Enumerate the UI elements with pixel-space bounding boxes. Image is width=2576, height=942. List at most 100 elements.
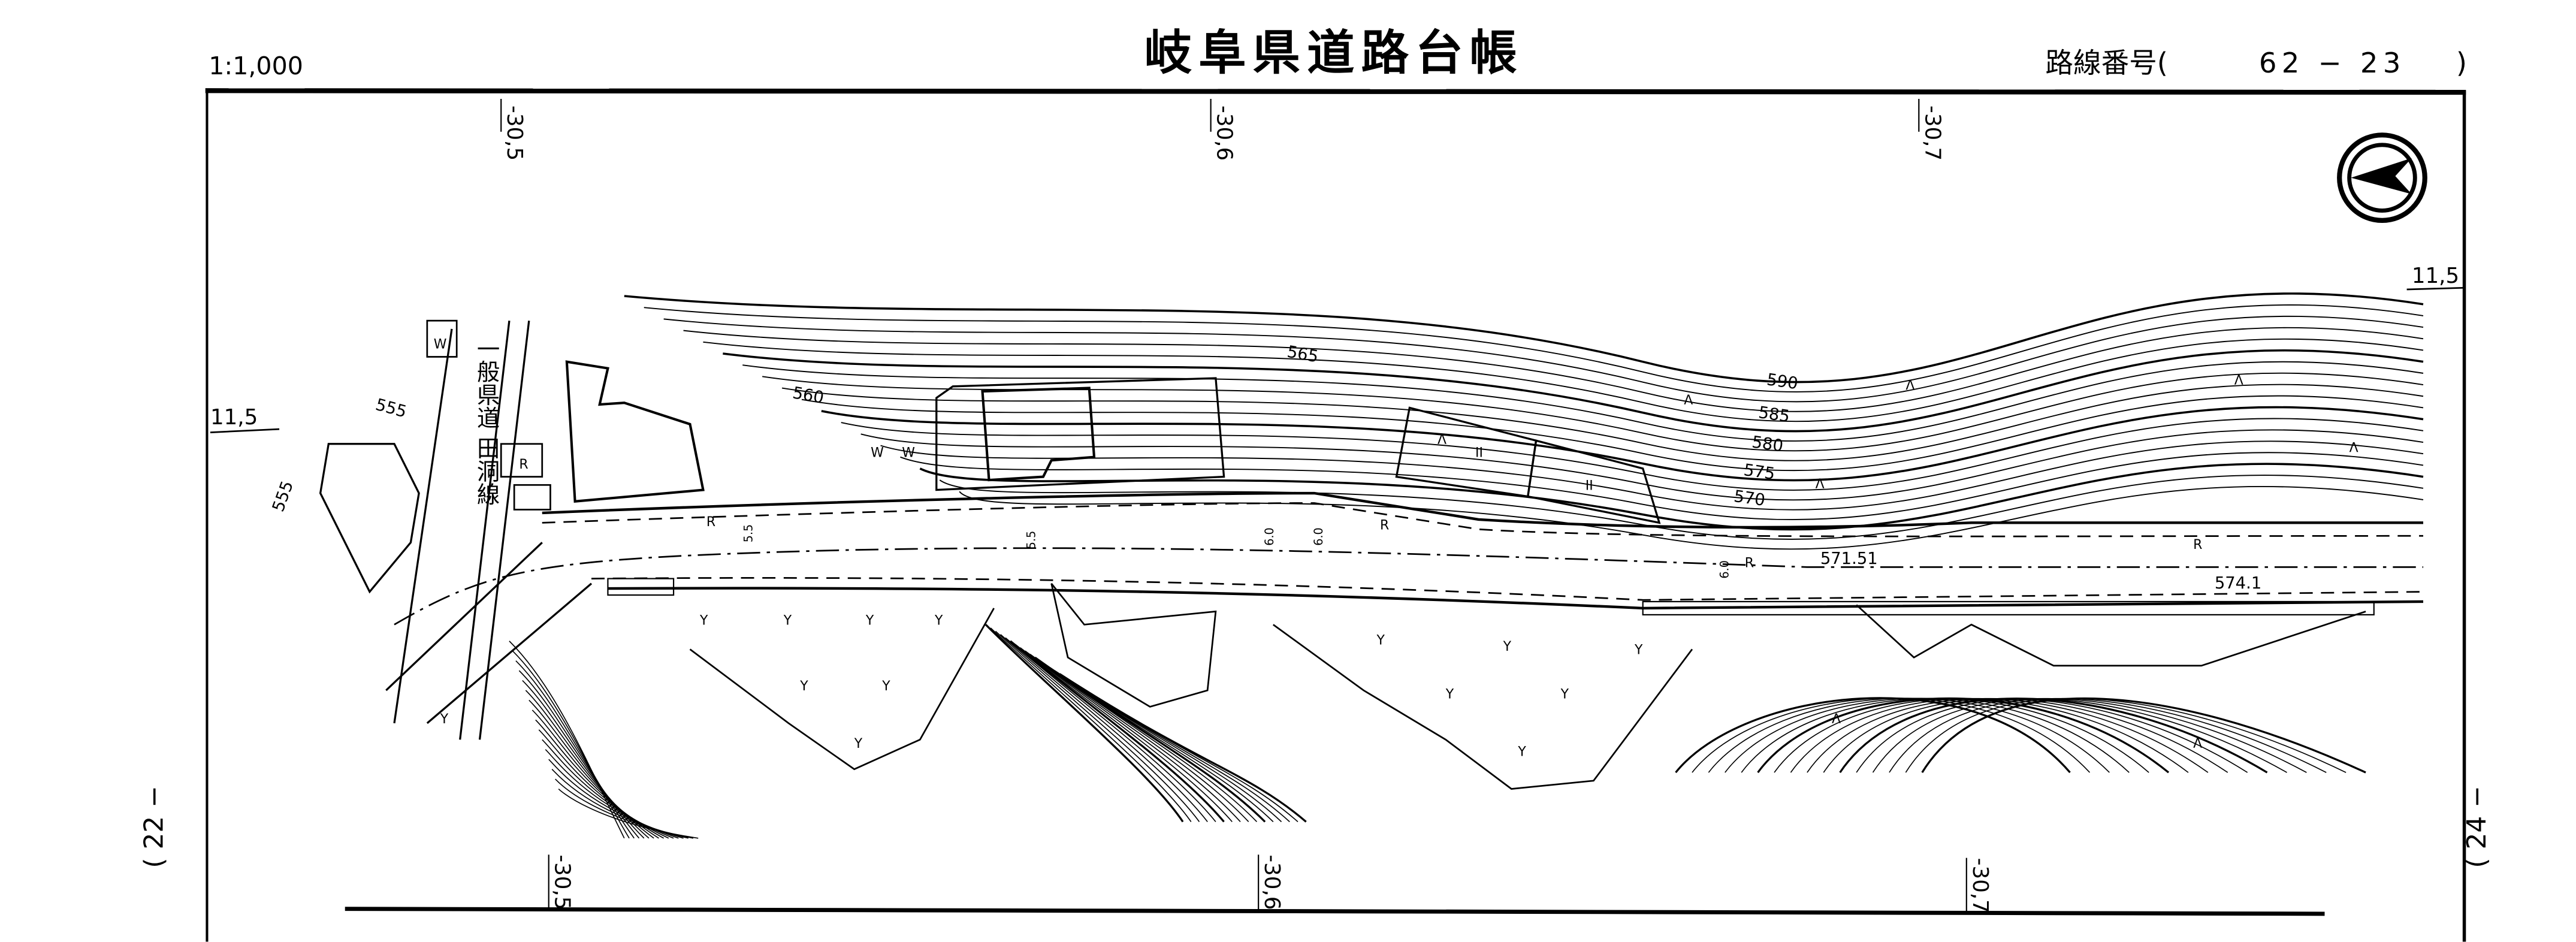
svg-text:W: W [902,446,915,461]
frame-top [205,88,2466,95]
contour-line [939,475,2424,540]
svg-text:6.0: 6.0 [1263,527,1276,546]
contour-line [1040,660,1274,822]
contour-line [535,719,665,839]
contour-line [1059,673,1307,823]
contour-line [1807,698,2228,773]
scale-label: 1:1,000 [209,52,303,80]
svg-text:Y: Y [865,613,874,628]
contour-line [900,452,2424,521]
station-bottom-2: -30,6 [1258,855,1284,913]
svg-text:Λ: Λ [1832,712,1841,727]
svg-text:Y: Y [1445,687,1454,702]
offset-right: 11,5 [2412,264,2459,288]
route-number: 62 − 23 [2259,47,2406,79]
svg-text:Y: Y [1503,639,1512,654]
svg-text:Λ: Λ [2234,373,2243,388]
contour-line [1005,637,1216,822]
svg-text:W: W [871,446,884,461]
contour-line [821,406,2424,482]
svg-text:Y: Y [783,613,792,628]
svg-text:Y: Y [699,613,708,628]
svg-text:Y: Y [854,736,863,751]
offset-left-tick [210,428,280,433]
station-bottom-1: -30,5 [548,855,575,910]
svg-text:-30,5: -30,5 [550,855,575,910]
svg-text:Y: Y [1560,687,1569,702]
svg-text:II: II [1475,446,1483,461]
svg-text:575: 575 [1743,461,1776,484]
contour-line [644,304,2424,393]
svg-text:II: II [1586,479,1593,494]
offset-right-tick [2406,286,2465,291]
svg-text:Y: Y [440,712,449,727]
station-top-1: -30,5 [500,99,527,161]
contour-line [801,395,2424,472]
slopes [689,582,2366,790]
svg-text:585: 585 [1757,403,1791,426]
north-arrow-icon [2337,132,2427,224]
svg-text:-30,7: -30,7 [1968,858,1992,913]
contour-line [1921,697,2366,774]
svg-text:R: R [1745,555,1754,570]
contour-line [860,429,2424,501]
contour-line [548,759,684,839]
contour-line [1000,634,1208,822]
svg-text:570: 570 [1733,487,1766,510]
route-close: ) [2456,47,2467,79]
svg-text:6.0: 6.0 [1717,560,1731,579]
svg-text:-30,6: -30,6 [1212,105,1237,161]
baseline [345,907,2325,916]
page-title: 岐阜県道路台帳 [1144,25,1524,81]
svg-text:Y: Y [1376,633,1385,648]
contour-line [515,660,635,839]
contour-line [841,418,2424,491]
svg-text:R: R [706,515,715,530]
contour-line [558,788,699,839]
svg-text:590: 590 [1765,370,1799,393]
road-width-labels: 5.5 6.0 6.0 5.5 6.0 [742,524,1732,579]
contour-line [555,778,694,839]
contour-line [1675,697,2071,774]
contour-line [723,349,2424,433]
crossing-road: 一般県道 田洞線 [393,320,530,740]
contour-line [995,630,1200,822]
contour-line [1757,697,2170,774]
contour-line [542,739,674,839]
contour-line [683,327,2424,412]
contour-line [985,624,1184,823]
contour-line [512,650,630,839]
contour-line [1725,698,2130,773]
contour-line [1020,647,1241,822]
contour-lines-lower [509,624,2366,839]
contour-line [1790,698,2209,773]
svg-text:580: 580 [1751,433,1784,455]
svg-text:R: R [519,457,528,472]
land-use-labels: R R R R R W W W II II Y Y Y Y Y Y Y Y Y … [434,337,2358,760]
contour-line [703,338,2424,422]
svg-text:Y: Y [1634,643,1643,658]
svg-text:Λ: Λ [2193,736,2202,751]
contour-line [509,641,625,839]
contour-line [990,627,1192,822]
svg-text:Λ: Λ [1438,433,1446,448]
sheet-next: ( 24 − [2462,786,2492,868]
svg-text:Λ: Λ [1684,393,1693,408]
svg-text:-30,5: -30,5 [502,105,527,161]
contour-lines-upper [624,292,2424,550]
svg-text:Λ: Λ [1905,378,1914,393]
contour-line [1025,650,1249,822]
svg-text:565: 565 [1286,343,1320,367]
station-bottom-3: -30,7 [1965,858,1992,914]
prefectural-road [385,491,2424,724]
contour-line [1010,640,1225,823]
svg-text:Y: Y [1517,745,1526,760]
contour-line [919,463,2424,531]
contour-line [531,709,659,839]
buildings [319,319,1661,594]
contour-line [551,769,688,839]
svg-text:W: W [434,337,447,352]
contour-line [518,670,640,839]
svg-text:555: 555 [269,479,297,515]
